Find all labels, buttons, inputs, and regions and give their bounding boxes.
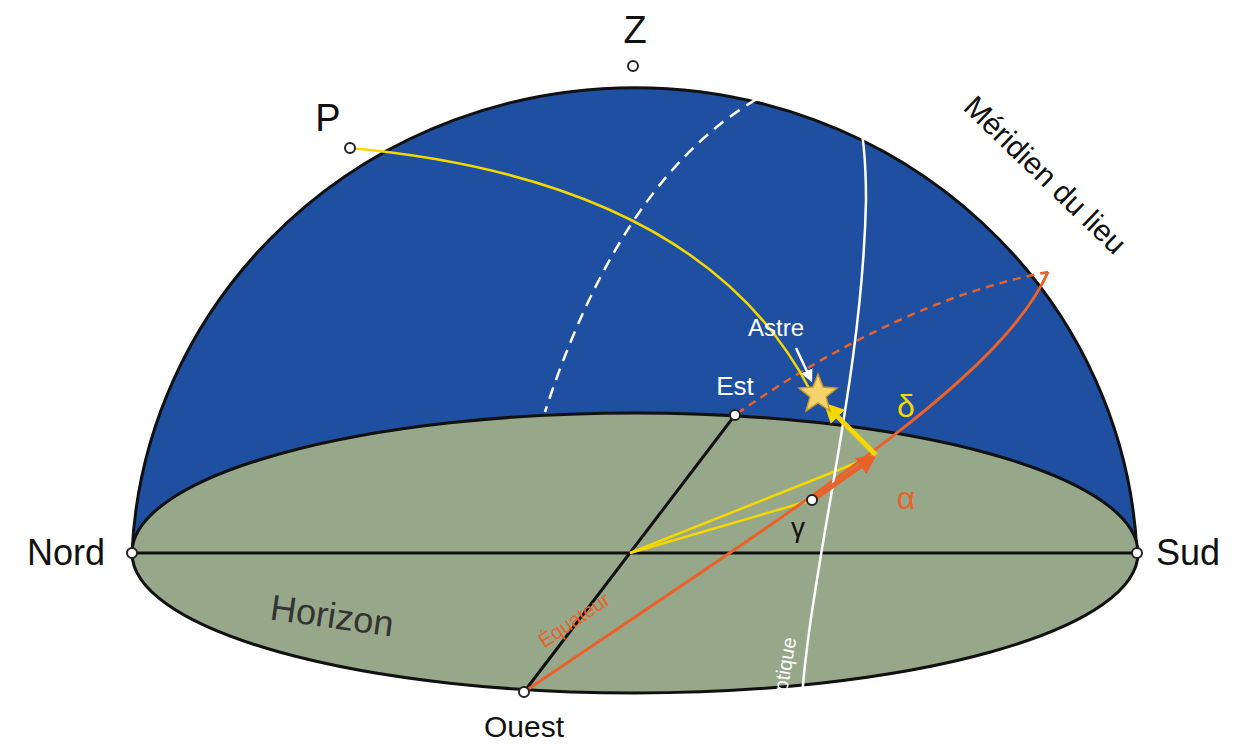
declination-label: δ xyxy=(897,390,915,422)
ecliptic-hidden xyxy=(545,68,830,412)
hour-circle xyxy=(350,148,810,390)
pointer-arrow xyxy=(796,348,811,380)
pole-label: P xyxy=(315,99,340,137)
alpha-arrow xyxy=(814,458,872,499)
vector-gamma xyxy=(630,500,812,553)
zenith-label: Z xyxy=(623,11,646,49)
star-label: Astre xyxy=(748,316,804,340)
south-label: Sud xyxy=(1156,535,1220,571)
east-west-line xyxy=(524,415,735,692)
horizon-plane xyxy=(132,413,1138,693)
east-label: Est xyxy=(716,373,754,399)
star-symbol xyxy=(799,374,837,411)
right-ascension-label: α xyxy=(897,482,916,514)
delta-arrow xyxy=(828,407,876,455)
equator xyxy=(524,272,1048,692)
points xyxy=(127,61,1142,697)
ecliptic xyxy=(800,68,866,745)
vernal-point-label: γ xyxy=(791,514,805,542)
north-label: Nord xyxy=(27,535,105,571)
west-label: Ouest xyxy=(484,712,564,742)
